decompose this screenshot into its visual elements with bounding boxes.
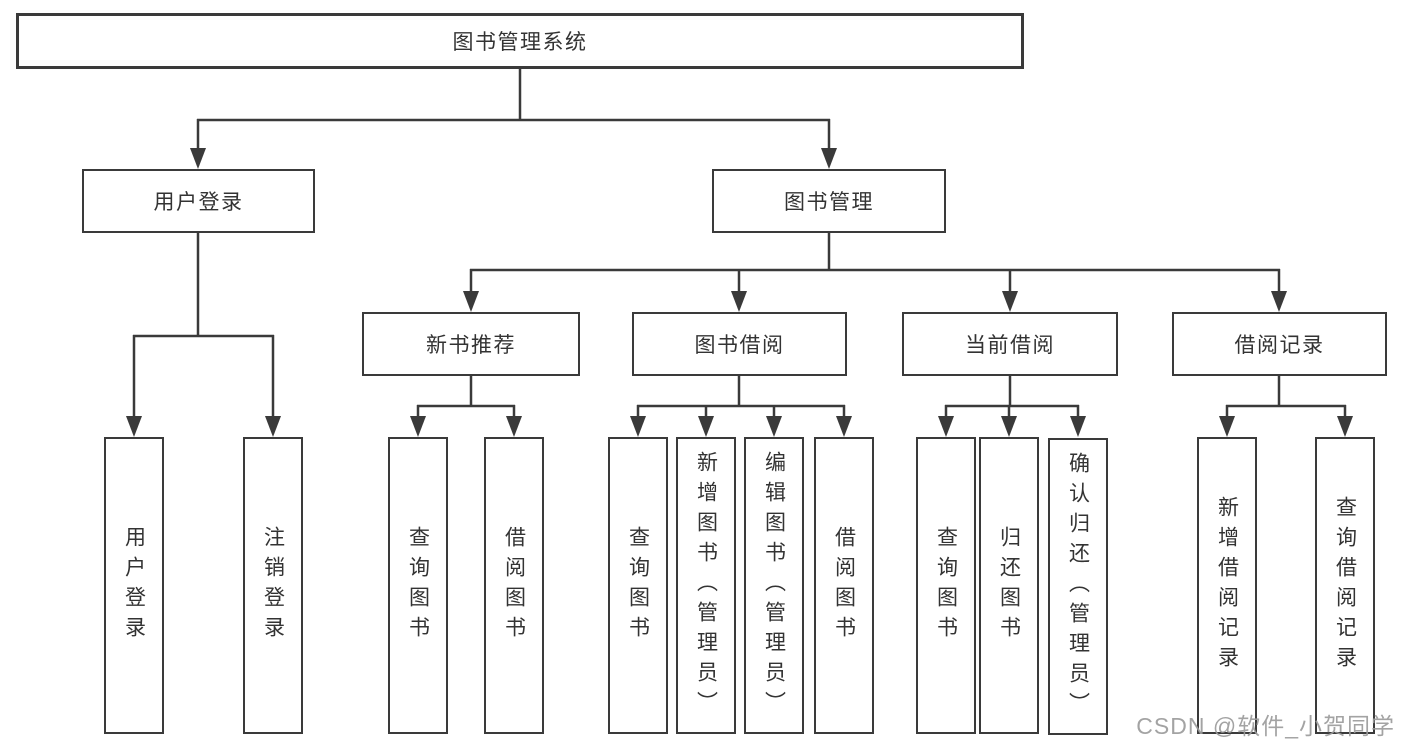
leaf-query-books-newbook-label: 查询图书	[406, 525, 430, 646]
leaf-edit-book-admin: 编辑图书（管理员）	[744, 437, 804, 734]
node-current-borrowing: 当前借阅	[902, 312, 1118, 376]
leaf-borrow-books-borrow-label: 借阅图书	[832, 525, 856, 646]
leaf-add-borrow-record: 新增借阅记录	[1197, 437, 1257, 734]
leaf-borrow-books-newbook-label: 借阅图书	[502, 525, 526, 646]
node-new-book-recommend: 新书推荐	[362, 312, 580, 376]
node-library-system: 图书管理系统	[16, 13, 1024, 69]
leaf-logout-label: 注销登录	[261, 525, 285, 646]
leaf-return-books: 归还图书	[979, 437, 1039, 734]
leaf-query-books-current: 查询图书	[916, 437, 976, 734]
leaf-query-books-newbook: 查询图书	[388, 437, 448, 734]
leaf-add-borrow-record-label: 新增借阅记录	[1215, 495, 1239, 676]
leaf-user-login: 用户登录	[104, 437, 164, 734]
node-book-borrowing: 图书借阅	[632, 312, 847, 376]
leaf-query-books-borrow: 查询图书	[608, 437, 668, 734]
leaf-user-login-label: 用户登录	[122, 525, 146, 646]
node-book-management-label: 图书管理	[784, 191, 874, 214]
leaf-confirm-return-admin: 确认归还（管理员）	[1048, 438, 1108, 735]
leaf-query-borrow-record-label: 查询借阅记录	[1333, 495, 1357, 676]
leaf-query-books-current-label: 查询图书	[934, 525, 958, 646]
leaf-add-book-admin: 新增图书（管理员）	[676, 437, 736, 734]
leaf-logout: 注销登录	[243, 437, 303, 734]
node-book-borrowing-label: 图书借阅	[694, 334, 785, 357]
leaf-borrow-books-newbook: 借阅图书	[484, 437, 544, 734]
leaf-query-borrow-record: 查询借阅记录	[1315, 437, 1375, 734]
leaf-add-book-admin-label: 新增图书（管理员）	[694, 450, 718, 721]
node-borrowing-records-label: 借阅记录	[1234, 334, 1325, 357]
node-user-login-label: 用户登录	[153, 191, 244, 214]
node-book-management: 图书管理	[712, 169, 946, 233]
node-new-book-recommend-label: 新书推荐	[426, 334, 516, 357]
leaf-return-books-label: 归还图书	[997, 525, 1021, 646]
node-library-system-label: 图书管理系统	[452, 31, 588, 54]
leaf-edit-book-admin-label: 编辑图书（管理员）	[762, 450, 786, 721]
leaf-confirm-return-admin-label: 确认归还（管理员）	[1066, 451, 1090, 722]
node-borrowing-records: 借阅记录	[1172, 312, 1387, 376]
node-current-borrowing-label: 当前借阅	[965, 334, 1055, 357]
watermark: CSDN @软件_小贺同学	[1136, 713, 1395, 739]
leaf-borrow-books-borrow: 借阅图书	[814, 437, 874, 734]
leaf-query-books-borrow-label: 查询图书	[626, 525, 650, 646]
node-user-login: 用户登录	[82, 169, 315, 233]
